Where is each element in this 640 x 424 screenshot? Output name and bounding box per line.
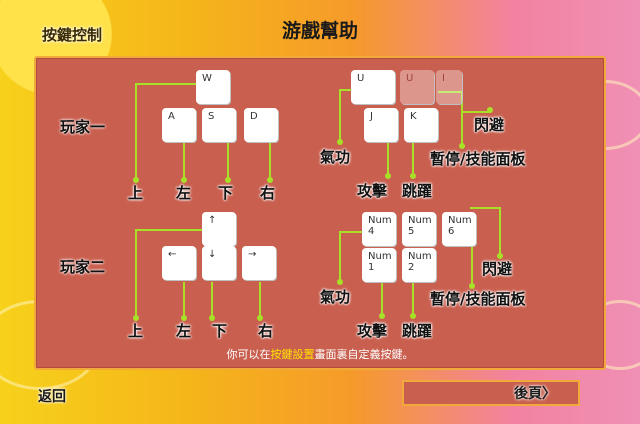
label-p2-left: 左 xyxy=(176,322,192,340)
label-p2-qigong: 氣功 xyxy=(320,288,351,306)
key-p2-up: ↑ xyxy=(202,212,236,246)
key-p1-qigong: U xyxy=(351,70,395,104)
label-p2-attack: 攻擊 xyxy=(357,322,388,340)
label-p1-pause: 暫停/技能面板 xyxy=(430,150,526,168)
key-p2-num5: Num 5 xyxy=(402,212,436,246)
controls-panel xyxy=(34,56,606,370)
label-p2-jump: 跳躍 xyxy=(402,322,433,340)
label-p2-pause: 暫停/技能面板 xyxy=(430,290,526,308)
note-text-post: 畫面裏自定義按鍵。 xyxy=(314,348,414,361)
key-p1-attack: J xyxy=(364,108,398,142)
key-p1-left: A xyxy=(162,108,196,142)
next-page-button[interactable]: 後頁〉 xyxy=(514,386,556,402)
label-p1-qigong: 氣功 xyxy=(320,148,351,166)
label-p1-left: 左 xyxy=(176,184,192,202)
note-text-pre: 你可以在 xyxy=(226,348,271,361)
key-p1-ghost-2: I xyxy=(436,70,462,104)
label-p1-right: 右 xyxy=(260,184,276,202)
key-p2-num1: Num 1 xyxy=(362,248,396,282)
label-p1-dodge: 閃避 xyxy=(474,116,505,134)
key-p1-right: D xyxy=(244,108,278,142)
section-title: 按鍵控制 xyxy=(42,26,103,44)
key-p2-left: ← xyxy=(162,246,196,280)
back-button[interactable]: 返回 xyxy=(38,389,66,405)
label-p1-up: 上 xyxy=(128,184,144,202)
label-p1-jump: 跳躍 xyxy=(402,182,433,200)
key-p2-down: ↓ xyxy=(202,246,236,280)
label-p2-right: 右 xyxy=(258,322,274,340)
key-p2-num2: Num 2 xyxy=(402,248,436,282)
key-p2-num4: Num 4 xyxy=(362,212,396,246)
key-p1-down: S xyxy=(202,108,236,142)
page-title: 游戲幫助 xyxy=(281,20,358,42)
player2-label: 玩家二 xyxy=(60,258,106,276)
player1-label: 玩家一 xyxy=(60,118,106,136)
key-p1-up: W xyxy=(196,70,230,104)
key-p1-jump: K xyxy=(404,108,438,142)
key-p1-ghost-1: U xyxy=(400,70,434,104)
label-p2-down: 下 xyxy=(212,322,228,340)
label-p1-down: 下 xyxy=(218,184,234,202)
label-p1-attack: 攻擊 xyxy=(357,182,388,200)
key-settings-link[interactable]: 按鍵設置 xyxy=(270,348,315,361)
key-settings-note: 你可以在按鍵設置畫面裏自定義按鍵。 xyxy=(0,346,640,362)
next-page-button-frame[interactable] xyxy=(402,380,580,406)
key-p2-num6: Num 6 xyxy=(442,212,476,246)
key-p2-right: → xyxy=(242,246,276,280)
label-p2-dodge: 閃避 xyxy=(482,260,513,278)
label-p2-up: 上 xyxy=(128,322,144,340)
